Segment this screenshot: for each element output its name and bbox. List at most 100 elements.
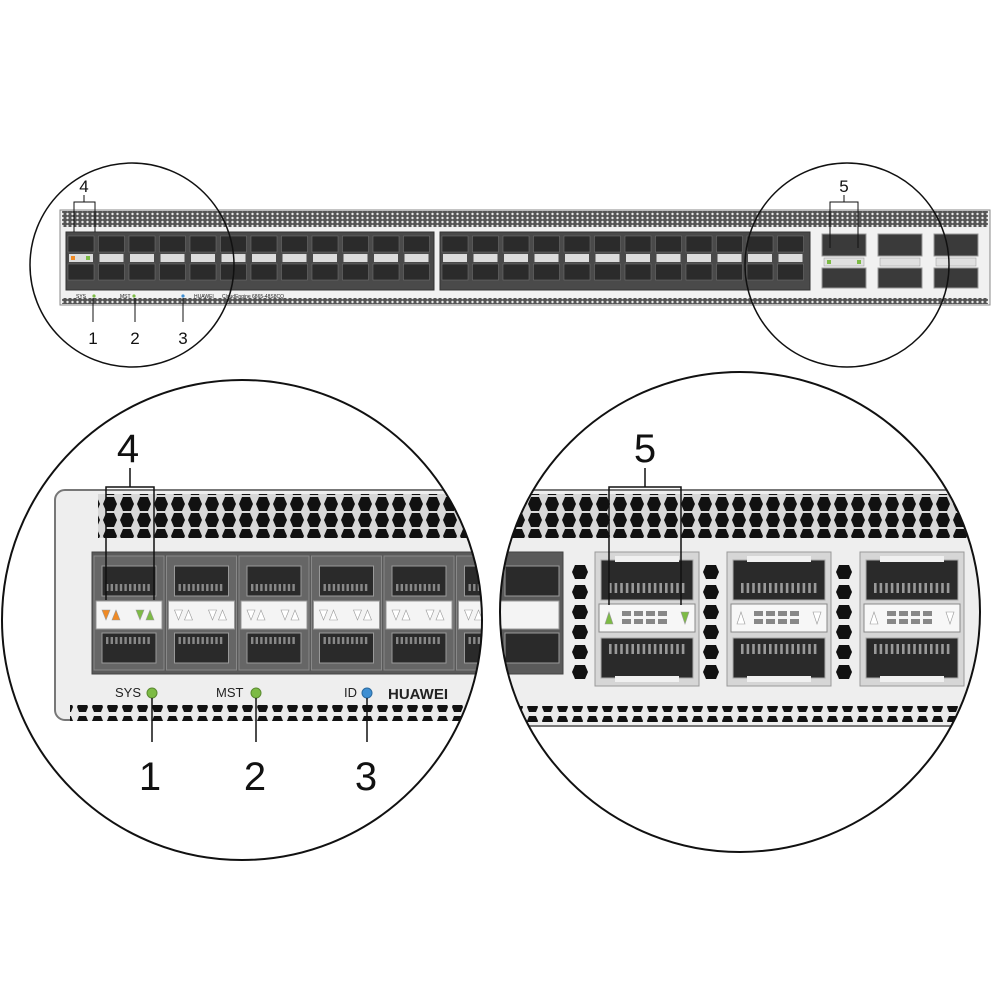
strip-slot xyxy=(622,611,631,616)
port-pin xyxy=(142,637,146,644)
port-pin xyxy=(907,583,911,593)
strip-slot xyxy=(790,611,799,616)
port-pin xyxy=(902,583,905,593)
port-pin xyxy=(918,644,922,654)
port-pin xyxy=(110,584,113,591)
port-pin xyxy=(918,583,922,593)
callout-2: 2 xyxy=(244,755,266,799)
sfp-port xyxy=(594,235,621,253)
port-pin xyxy=(492,637,494,644)
port-pin xyxy=(808,583,811,593)
port-pin xyxy=(251,584,254,591)
port-led-strip xyxy=(656,254,681,262)
port-pin xyxy=(147,584,150,591)
port-pin xyxy=(292,584,295,591)
sys-label: SYS xyxy=(115,685,141,700)
port-pin xyxy=(763,583,766,593)
port-pin xyxy=(885,644,888,654)
strip-slot xyxy=(658,619,667,624)
port-pin xyxy=(802,644,806,654)
strip-slot xyxy=(899,619,908,624)
port-pin xyxy=(360,637,363,644)
port-pin xyxy=(414,637,417,644)
port-pin xyxy=(752,644,755,654)
port-pin xyxy=(637,583,640,593)
port-pin xyxy=(405,637,408,644)
port-pin xyxy=(138,637,141,644)
port-pin xyxy=(432,637,436,644)
sfp-port xyxy=(128,235,156,253)
top-vent-strip xyxy=(62,211,988,227)
hex-vent xyxy=(572,605,588,619)
qsfp-led-strip xyxy=(935,257,977,267)
hex-vent xyxy=(836,565,852,579)
port-pin xyxy=(780,644,783,654)
hex-vent xyxy=(836,585,852,599)
port-pin xyxy=(902,644,905,654)
bottom-vent-strip xyxy=(62,298,988,304)
port-pin xyxy=(355,584,359,591)
port-pin xyxy=(287,584,291,591)
port-pin xyxy=(665,583,668,593)
port-pin xyxy=(648,583,651,593)
port-pin xyxy=(178,637,181,644)
sfp-port xyxy=(98,235,125,253)
port-led-strip xyxy=(252,254,276,262)
port-led-strip xyxy=(443,254,467,262)
port-pin xyxy=(614,583,618,593)
port-pin xyxy=(482,637,484,644)
port-pin xyxy=(337,584,340,591)
port-pin xyxy=(813,583,817,593)
port-pin xyxy=(642,583,646,593)
strip-slot xyxy=(634,619,643,624)
port-pin xyxy=(183,637,186,644)
port-pin xyxy=(206,637,209,644)
port-pin xyxy=(332,637,336,644)
port-led xyxy=(319,609,328,621)
strip-slot xyxy=(766,619,775,624)
port-pin xyxy=(625,644,629,654)
sfp-port xyxy=(311,235,339,253)
port-pin xyxy=(206,584,209,591)
qsfp-ports-overview xyxy=(821,233,979,289)
sys-led xyxy=(146,687,158,699)
sfp-port xyxy=(250,235,278,253)
port-pin xyxy=(142,584,146,591)
port-pin xyxy=(355,637,359,644)
port-pin xyxy=(797,583,800,593)
port-pin xyxy=(473,637,476,644)
port-pin xyxy=(351,637,354,644)
port-pin xyxy=(477,637,481,644)
callout-4: 4 xyxy=(117,427,139,471)
hex-vent xyxy=(572,625,588,639)
strip-slot xyxy=(658,611,667,616)
port-led xyxy=(329,609,338,621)
port-pin xyxy=(346,637,349,644)
qsfp-latch xyxy=(615,676,679,682)
port-led xyxy=(111,609,121,621)
strip-slot xyxy=(754,611,763,616)
overview-callouts xyxy=(73,195,859,322)
port-pin xyxy=(129,584,132,591)
port-pin xyxy=(332,584,336,591)
port-pin xyxy=(124,584,127,591)
port-pin xyxy=(110,637,113,644)
port-pin xyxy=(147,637,150,644)
port-pin xyxy=(187,584,191,591)
port-pin xyxy=(210,637,214,644)
port-pin xyxy=(676,644,679,654)
qsfp-latch xyxy=(880,556,944,562)
port-pin xyxy=(631,644,634,654)
port-pin xyxy=(133,637,136,644)
port-pin xyxy=(935,583,939,593)
port-led xyxy=(435,609,445,621)
port-led xyxy=(604,611,614,625)
port-pin xyxy=(196,584,200,591)
overview-mst-led xyxy=(132,294,136,298)
port-pin xyxy=(264,584,268,591)
port-pin xyxy=(746,644,750,654)
port-led xyxy=(363,609,372,621)
mst-label: MST xyxy=(216,685,244,700)
port-led-strip xyxy=(504,254,528,262)
port-pin xyxy=(802,583,806,593)
